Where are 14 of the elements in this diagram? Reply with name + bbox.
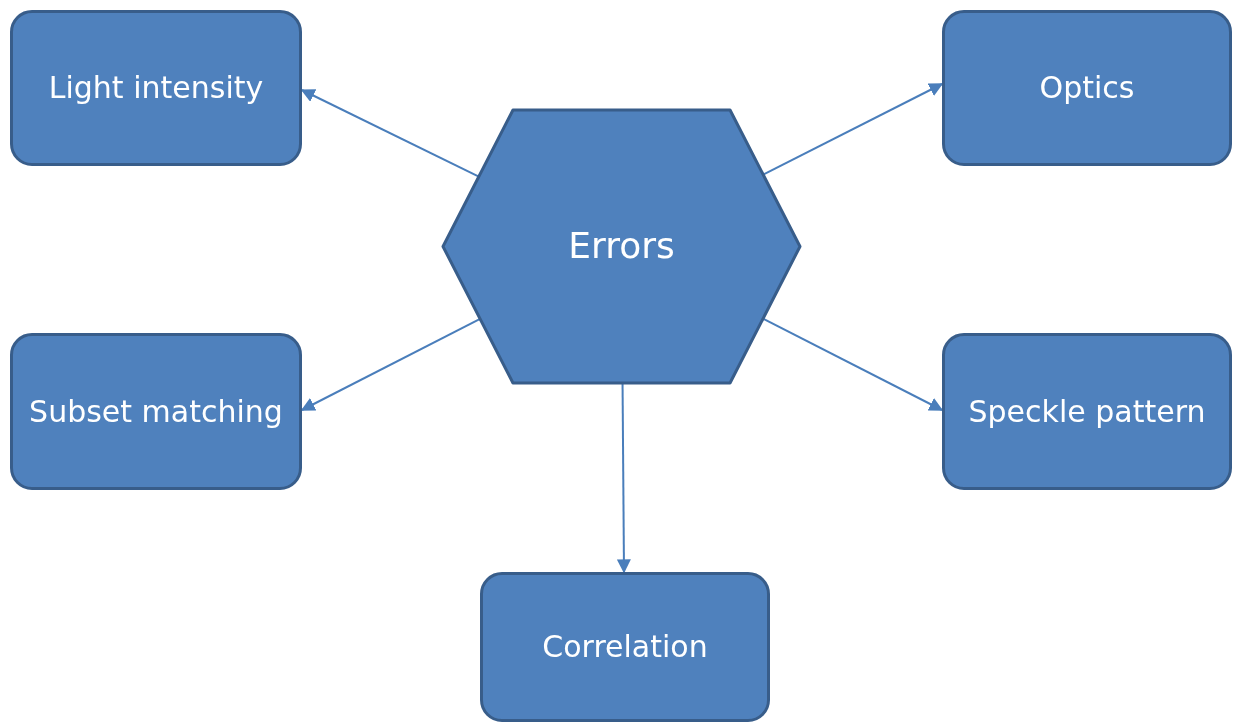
node-label: Correlation bbox=[542, 628, 708, 667]
node-label: Errors bbox=[568, 224, 675, 269]
node-label: Optics bbox=[1039, 69, 1135, 108]
rounded-box bbox=[942, 333, 1232, 490]
rounded-box bbox=[480, 572, 770, 722]
arrow bbox=[762, 83, 944, 176]
rounded-box bbox=[10, 333, 302, 490]
rounded-box bbox=[10, 10, 302, 166]
node-label: Light intensity bbox=[48, 69, 264, 108]
arrow bbox=[762, 317, 944, 411]
node-label: Subset matching bbox=[29, 392, 283, 431]
node-label: Speckle pattern bbox=[968, 392, 1206, 431]
arrow bbox=[300, 89, 480, 178]
rounded-box bbox=[942, 10, 1232, 166]
